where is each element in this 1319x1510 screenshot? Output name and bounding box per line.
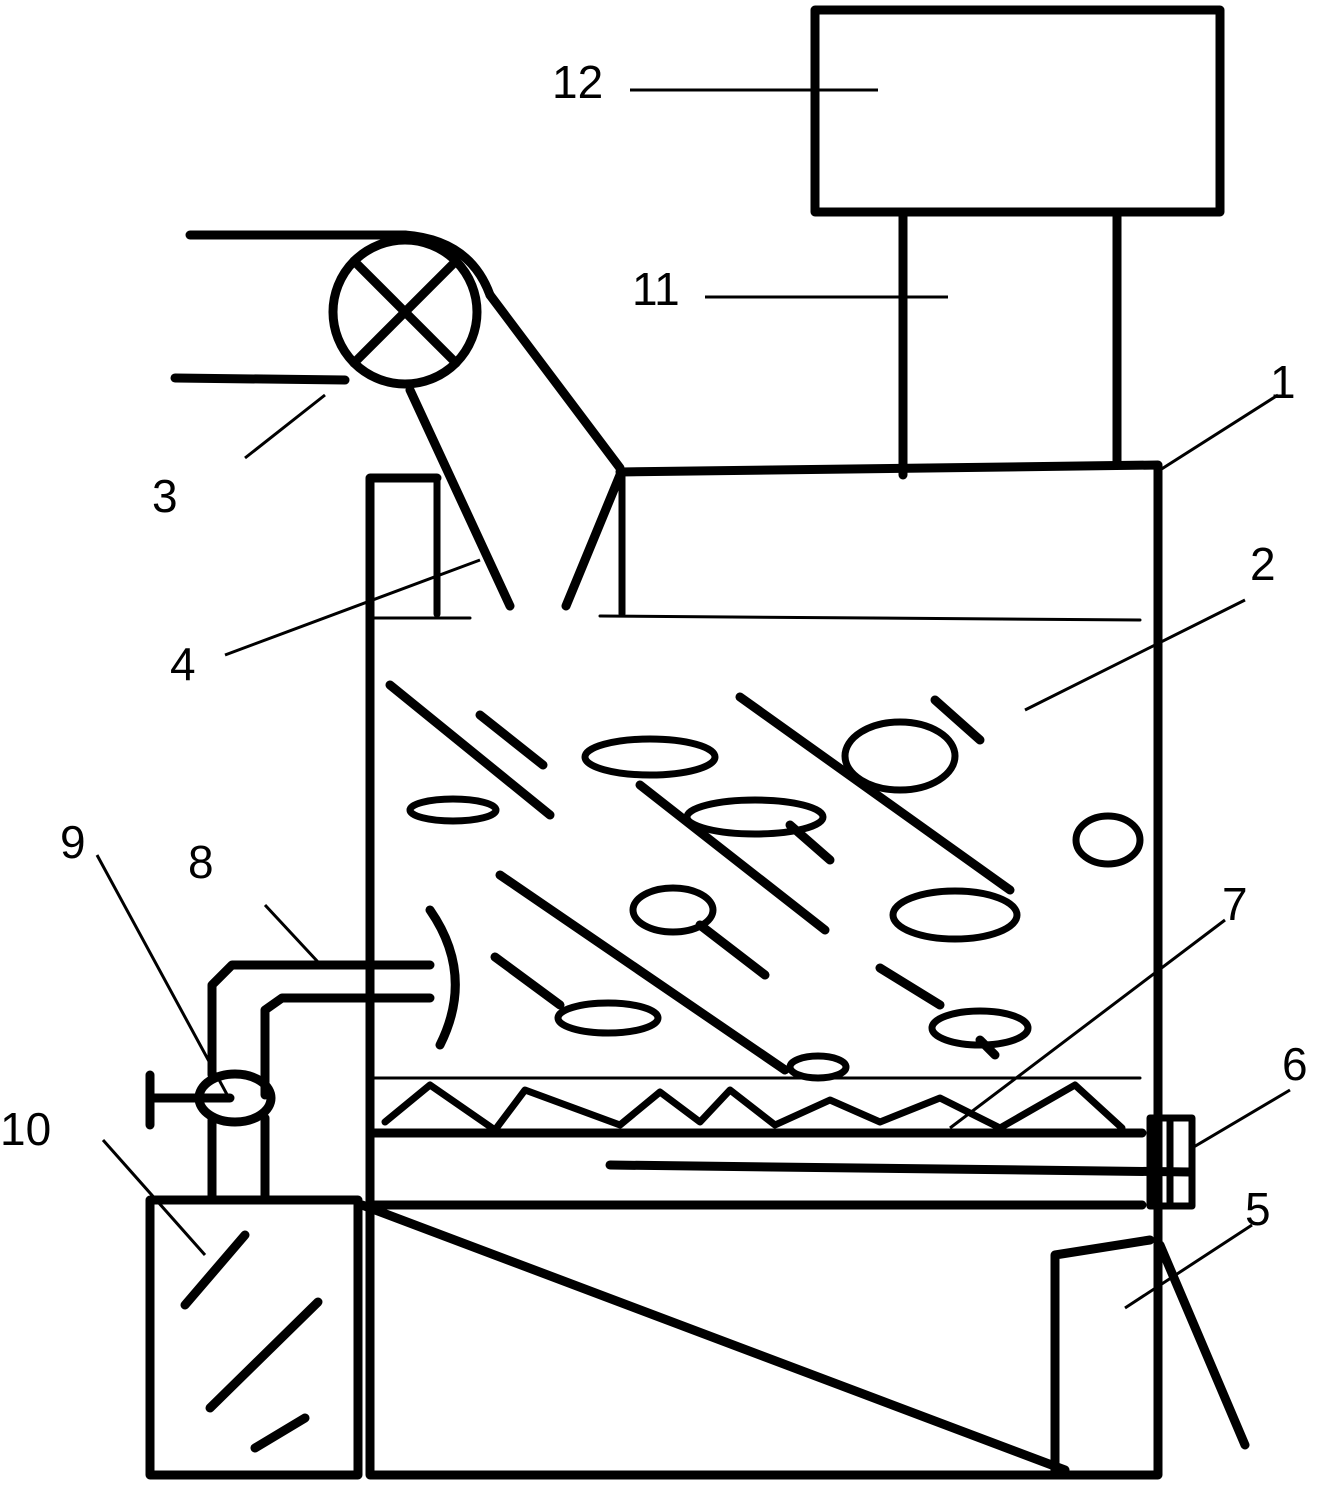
label-6: 6 xyxy=(1282,1038,1308,1090)
component-9-valve xyxy=(145,1069,276,1205)
label-2: 2 xyxy=(1250,538,1276,590)
label-9: 9 xyxy=(60,816,86,868)
component-6-shaft xyxy=(367,1114,1196,1210)
component-3-conveyor-roller xyxy=(170,230,625,473)
label-8: 8 xyxy=(188,836,214,888)
label-3: 3 xyxy=(152,470,178,522)
part-labels: 12 11 1 2 3 4 9 8 7 6 10 5 xyxy=(0,56,1308,1235)
label-4: 4 xyxy=(170,638,196,690)
discharge-chute xyxy=(357,1200,1070,1475)
component-4-feed-hopper xyxy=(405,385,625,611)
component-2-material xyxy=(385,680,1144,1082)
component-5-outlet xyxy=(1050,1235,1250,1475)
label-7: 7 xyxy=(1222,878,1248,930)
component-12-box xyxy=(810,5,1225,217)
label-1: 1 xyxy=(1270,356,1296,408)
leader-lines xyxy=(95,88,1291,1310)
component-11-duct xyxy=(898,210,1122,480)
component-10-reservoir xyxy=(145,1195,363,1480)
label-5: 5 xyxy=(1245,1183,1271,1235)
label-10: 10 xyxy=(0,1103,51,1155)
label-11: 11 xyxy=(632,263,680,315)
component-7-screen xyxy=(367,1076,1147,1138)
component-1-housing xyxy=(365,460,1163,1480)
component-8-inlet-pipe xyxy=(207,905,460,1100)
label-12: 12 xyxy=(552,56,603,108)
